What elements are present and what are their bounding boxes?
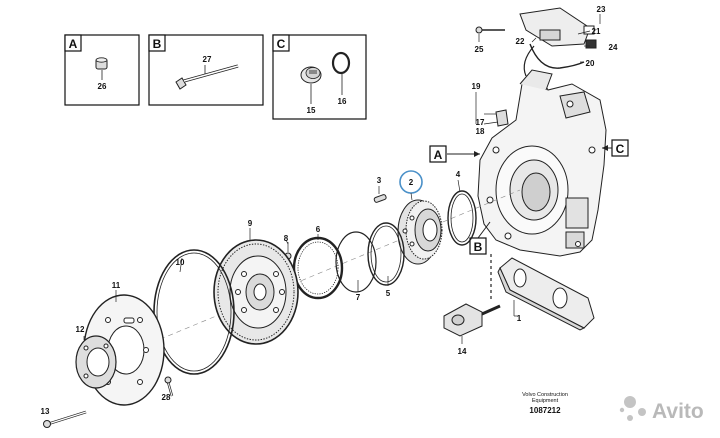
- part-number-21: 21: [592, 27, 601, 36]
- callout-b: B: [469, 221, 492, 302]
- part-number-7: 7: [356, 293, 361, 302]
- part-number-15: 15: [307, 106, 316, 115]
- bolt-13: [43, 410, 87, 428]
- inset-box-c: C 16 15: [272, 34, 367, 120]
- sensor-bracket: [519, 7, 597, 77]
- part-number-28: 28: [162, 393, 171, 402]
- part-number-18: 18: [476, 127, 485, 136]
- sensor-parts-17-19: [475, 92, 509, 127]
- ring-5: [367, 222, 405, 286]
- hub-plate-12: [75, 335, 117, 389]
- part-number-16: 16: [338, 97, 347, 106]
- part-number-13: 13: [41, 407, 50, 416]
- part-number-6: 6: [316, 225, 321, 234]
- seal-ring-4: [447, 190, 477, 246]
- callout-c: C: [602, 139, 629, 157]
- leader-lines: [285, 14, 601, 317]
- flywheel-9: [213, 228, 299, 345]
- part-number-11: 11: [112, 281, 121, 290]
- part-number-4: 4: [456, 170, 461, 179]
- part-numbers: 1 2 3 4 5 6 7 8 9 10 11 12 13 14 17 18 1…: [41, 5, 618, 416]
- inset-box-b: B 27: [148, 34, 264, 106]
- avito-watermark: Avito: [619, 396, 704, 423]
- part-number-22: 22: [516, 37, 525, 46]
- drawing-number: 1087212: [529, 406, 561, 415]
- part-number-20: 20: [586, 59, 595, 68]
- small-screw-25: [475, 26, 505, 42]
- part-number-25: 25: [475, 45, 484, 54]
- starter-ring-10: [153, 249, 235, 375]
- part-number-14: 14: [458, 347, 467, 356]
- part-number-17: 17: [476, 118, 485, 127]
- part-number-23: 23: [597, 5, 606, 14]
- part-number-12: 12: [76, 325, 85, 334]
- part-number-19: 19: [472, 82, 481, 91]
- drawing-footer: Volvo Construction Equipment 1087212: [522, 392, 568, 415]
- part-number-26: 26: [98, 82, 107, 91]
- o-ring-icon: [331, 51, 351, 95]
- part-number-1: 1: [517, 314, 522, 323]
- part-number-3: 3: [377, 176, 382, 185]
- ring-gear-6: [292, 234, 344, 300]
- dowel-pin-3: [373, 186, 387, 203]
- inset-box-a: A 26: [64, 34, 140, 106]
- part-number-9: 9: [248, 219, 253, 228]
- bolt-28: [164, 376, 174, 397]
- part-number-5: 5: [386, 289, 391, 298]
- callout-a-letter: A: [434, 148, 443, 162]
- footer-line-1: Volvo Construction: [522, 392, 568, 398]
- inset-box-c-letter: C: [277, 37, 286, 51]
- part-number-27: 27: [203, 55, 212, 64]
- footer-line-2: Equipment: [532, 398, 559, 404]
- part-number-8: 8: [284, 234, 289, 243]
- part-number-10: 10: [176, 258, 185, 267]
- nut-icon: [95, 57, 108, 80]
- bolt-icon: [175, 64, 239, 90]
- part-number-24: 24: [609, 43, 618, 52]
- flywheel-housing: [477, 69, 607, 257]
- adapter-housing: [497, 257, 595, 331]
- callout-a: A: [429, 145, 480, 163]
- part-number-2: 2: [409, 178, 414, 187]
- gear-hub-2: [397, 199, 443, 265]
- callout-c-letter: C: [616, 142, 625, 156]
- ring-7: [335, 231, 377, 293]
- speed-sensor-14: [443, 303, 501, 344]
- plug-icon: [300, 66, 322, 104]
- callout-b-letter: B: [474, 240, 483, 254]
- center-axis: [109, 189, 521, 361]
- avito-wordmark: Avito: [652, 400, 704, 423]
- avito-logo-icon: [619, 396, 646, 421]
- inset-box-a-letter: A: [69, 37, 78, 51]
- inset-box-b-letter: B: [153, 37, 162, 51]
